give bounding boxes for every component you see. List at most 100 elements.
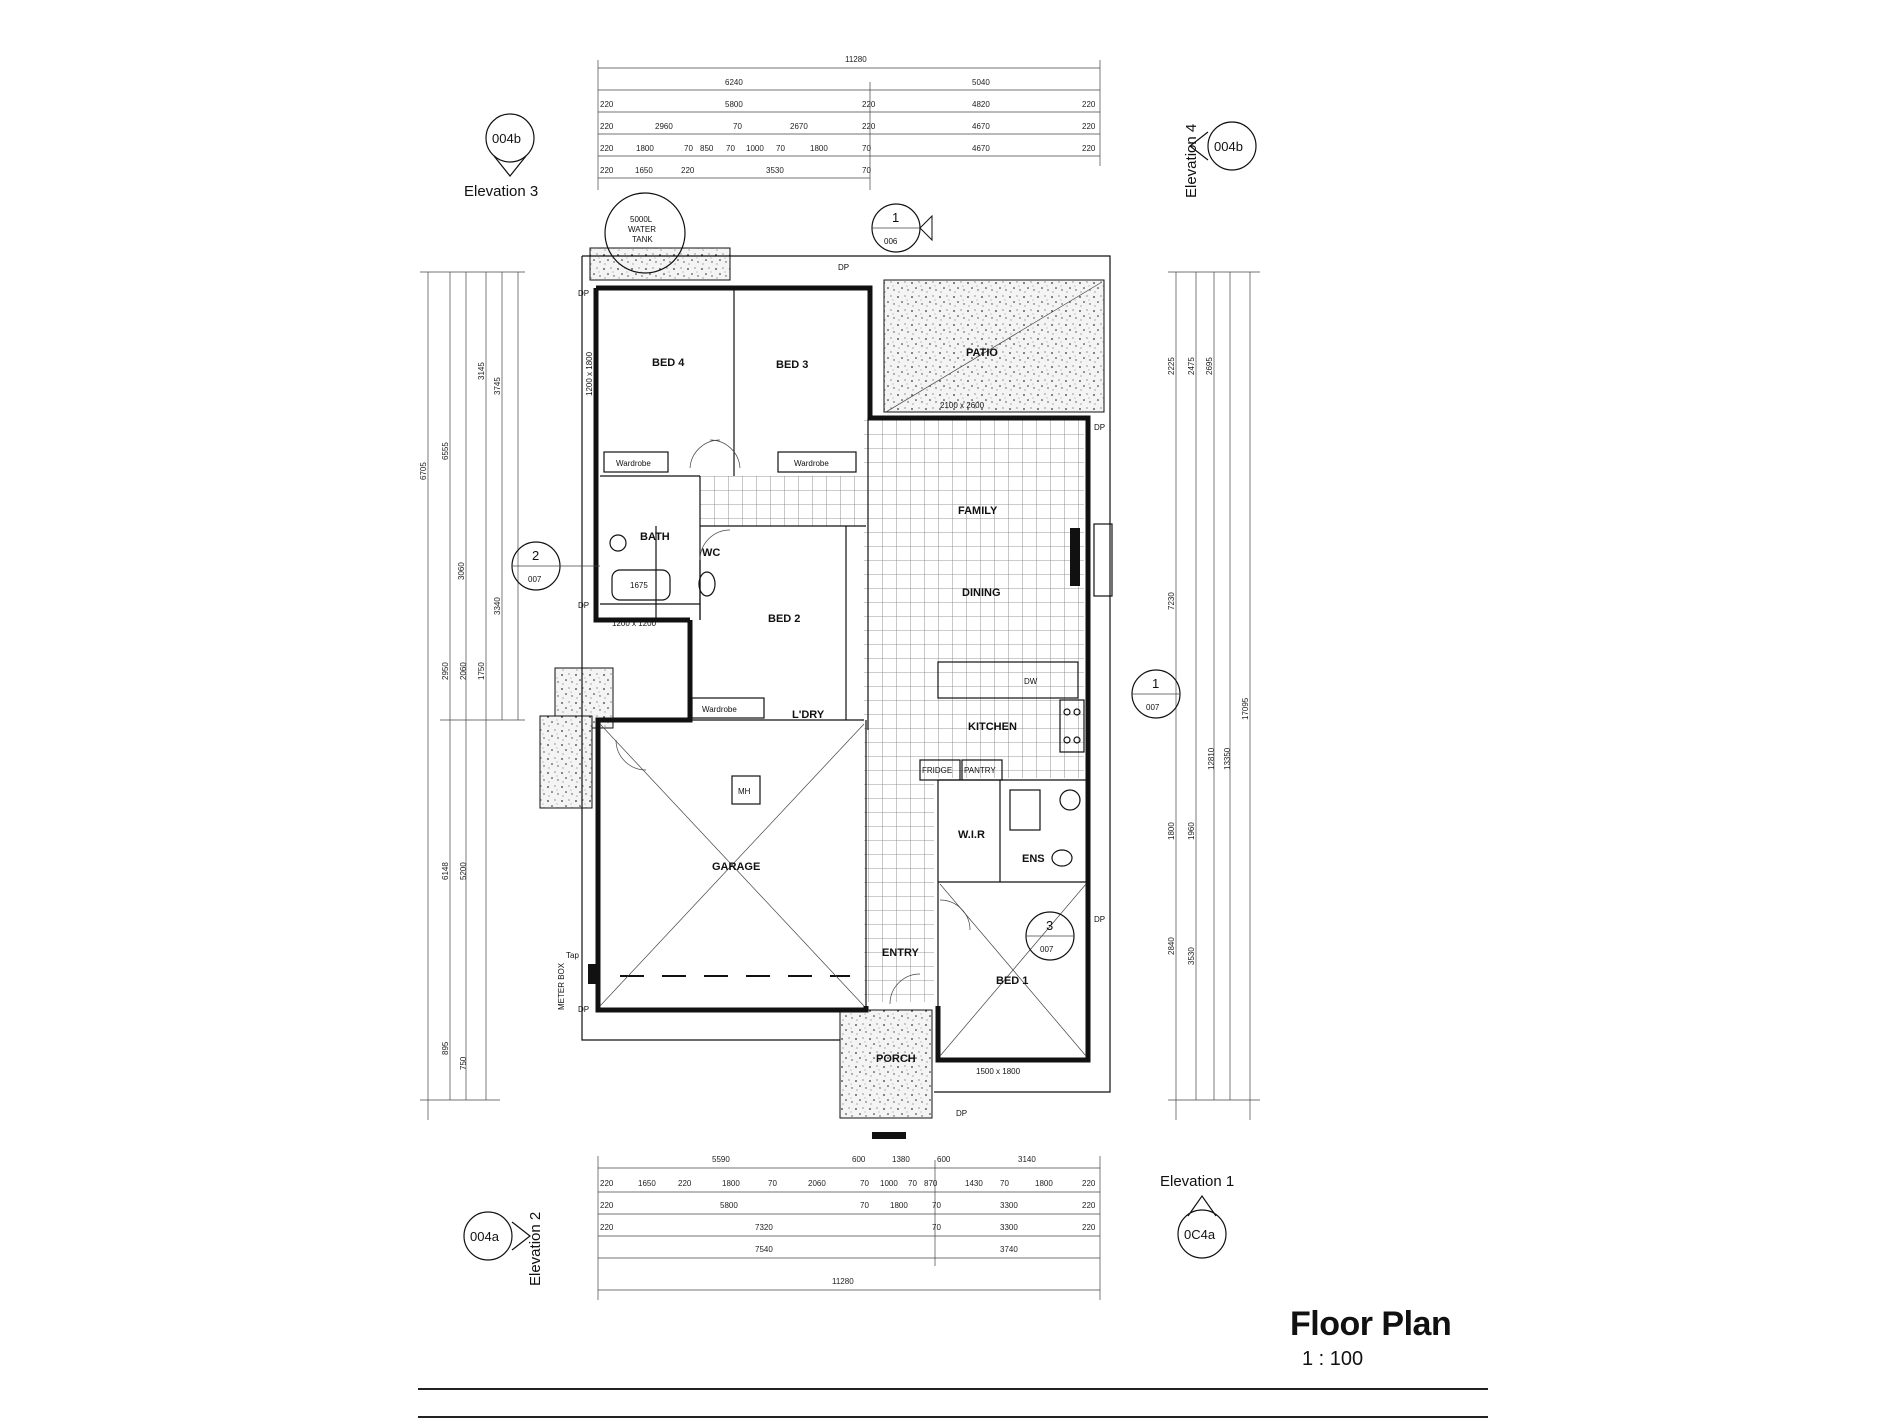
section-4-ref: 007 [1040, 945, 1054, 954]
manhole [731, 775, 761, 805]
dim-bottom-16: 1430 [965, 1179, 983, 1188]
dim-bottom-21: 5800 [720, 1201, 738, 1210]
dp-7: DP [956, 1109, 967, 1118]
section-marker-3-007: 3 007 [1025, 911, 1075, 961]
tank-pad [589, 247, 731, 281]
dim-bottom-23: 1800 [890, 1201, 908, 1210]
bottom-dimension-strings: 5590 600 1380 600 3140 220 1650 220 1800… [597, 1155, 1101, 1300]
external-walls [593, 285, 1091, 1063]
elevation-4-label: Elevation 4 [1183, 124, 1200, 198]
title-rule-upper [418, 1388, 1488, 1390]
elevation-1-tag: 0C4a [1184, 1227, 1216, 1242]
dim-bottom-24: 70 [932, 1201, 941, 1210]
section-1-num: 1 [892, 210, 899, 225]
room-laundry: L'DRY [792, 709, 825, 721]
dim-top-15: 220 [600, 144, 614, 153]
front-door-mat [872, 1132, 906, 1139]
dim-bottom-14: 70 [908, 1179, 917, 1188]
dim-top-11: 2670 [790, 122, 808, 131]
dim-bottom-18: 1800 [1035, 1179, 1053, 1188]
dim-bottom-19: 220 [1082, 1179, 1096, 1188]
family-window-box [1093, 523, 1113, 597]
dim-bottom-32: 7540 [755, 1245, 773, 1254]
dim-top-10: 70 [733, 122, 742, 131]
ensuite-basin [1059, 789, 1081, 811]
kitchen-island [937, 661, 1079, 699]
dim-bottom-1: 5590 [712, 1155, 730, 1164]
dim-top-21: 70 [776, 144, 785, 153]
entry-tiles [864, 770, 934, 1002]
room-kitchen: KITCHEN [968, 721, 1017, 733]
dim-top-25: 220 [1082, 144, 1096, 153]
dim-bottom-31: 220 [1082, 1223, 1096, 1232]
living-tiles [864, 418, 1084, 778]
room-bath: BATH [640, 531, 670, 543]
dim-bottom-8: 220 [678, 1179, 692, 1188]
window-bed1: 1500 x 1800 [976, 1067, 1021, 1076]
downpipe-markers: DP DP DP DP DP DP DP [578, 263, 1105, 1118]
family-sliding-door [1070, 528, 1080, 586]
eave-line-left [581, 256, 840, 1041]
dim-right-5: 12810 [1207, 747, 1216, 770]
meter-box-label: METER BOX [557, 962, 566, 1010]
pantry-label: PANTRY [964, 766, 996, 775]
dim-right-2: 2475 [1187, 357, 1196, 375]
dim-top-16: 1800 [636, 144, 654, 153]
wardrobe-bed3: Wardrobe [794, 459, 829, 468]
wardrobe-bed4: Wardrobe [616, 459, 651, 468]
dim-top-4: 5800 [725, 100, 743, 109]
dim-left-3: 3145 [477, 362, 486, 380]
window-bed4: 1200 x 1800 [585, 351, 594, 396]
dim-top-8: 220 [600, 122, 614, 131]
section-1-ref: 006 [884, 237, 898, 246]
bathtub [611, 569, 671, 601]
room-porch: PORCH [876, 1053, 916, 1065]
ensuite-toilet [1051, 849, 1073, 867]
dim-bottom-27: 220 [600, 1223, 614, 1232]
room-bed3: BED 3 [776, 359, 808, 371]
dp-2: DP [838, 263, 849, 272]
dim-top-overall: 11280 [845, 55, 867, 64]
dim-top-24: 4670 [972, 144, 990, 153]
dim-top-23: 70 [862, 144, 871, 153]
elevation-3-tag: 004b [492, 131, 521, 146]
dim-top-14: 220 [1082, 122, 1096, 131]
dim-bottom-6: 220 [600, 1179, 614, 1188]
wc-toilet [698, 571, 716, 597]
dim-top-29: 3530 [766, 166, 784, 175]
dim-bottom-26: 220 [1082, 1201, 1096, 1210]
dim-right-11: 3530 [1187, 947, 1196, 965]
dim-left-1: 6705 [419, 462, 428, 480]
room-entry: ENTRY [882, 947, 920, 959]
dim-right-3: 2695 [1205, 357, 1214, 375]
dim-top-28: 220 [681, 166, 695, 175]
dim-bottom-4: 600 [937, 1155, 951, 1164]
dim-bottom-25: 3300 [1000, 1201, 1018, 1210]
dim-bottom-11: 2060 [808, 1179, 826, 1188]
drawing-title: Floor Plan [1290, 1305, 1452, 1343]
side-paving-lower [539, 715, 593, 809]
porch-slab [839, 1009, 933, 1119]
cooktop [1059, 699, 1085, 753]
section-marker-2-007: 2 007 [511, 541, 600, 591]
dim-top-3: 220 [600, 100, 614, 109]
room-bed1: BED 1 [996, 975, 1028, 987]
room-wc: WC [702, 547, 720, 559]
bath-size: 1675 [630, 581, 648, 590]
dim-top-17: 70 [684, 144, 693, 153]
elevation-1-label: Elevation 1 [1160, 1173, 1234, 1190]
fixtures: 5000L WATER TANK Wardrobe Wardrobe Wardr… [557, 192, 1113, 1139]
title-block: Floor Plan 1 : 100 [1290, 1305, 1452, 1371]
room-ens: ENS [1022, 853, 1045, 865]
dim-bottom-29: 70 [932, 1223, 941, 1232]
dim-right-1: 2225 [1167, 357, 1176, 375]
dim-left-2: 6555 [441, 442, 450, 460]
bath-basin [609, 534, 627, 552]
dp-1: DP [578, 289, 589, 298]
dim-bottom-33: 3740 [1000, 1245, 1018, 1254]
dim-right-10: 2840 [1167, 937, 1176, 955]
room-bed2: BED 2 [768, 613, 800, 625]
dim-bottom-30: 3300 [1000, 1223, 1018, 1232]
dim-top-12: 220 [862, 122, 876, 131]
